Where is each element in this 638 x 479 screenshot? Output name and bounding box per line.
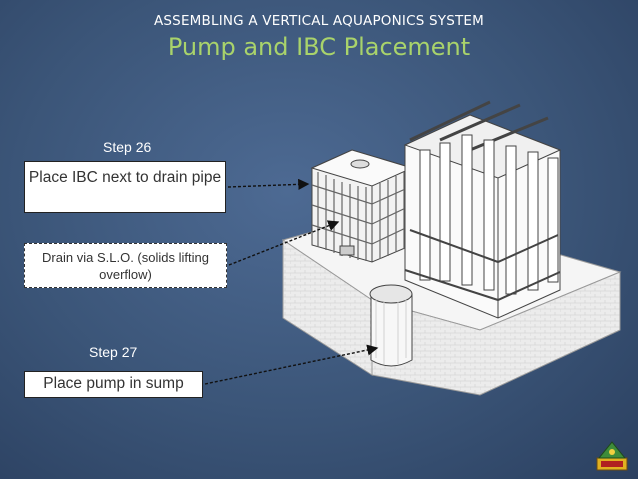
sump-barrel <box>369 284 413 367</box>
slide-kicker: ASSEMBLING A VERTICAL AQUAPONICS SYSTEM <box>153 13 485 29</box>
step-26-arrow <box>227 178 310 190</box>
slide-title: Pump and IBC Placement <box>167 33 471 61</box>
ibc-tote <box>310 149 414 263</box>
grow-tower-rack <box>403 100 562 319</box>
step-27-callout: Place pump in sump <box>24 371 203 398</box>
drain-note-arrow <box>228 220 340 266</box>
step-26-callout: Place IBC next to drain pipe <box>24 161 226 213</box>
organization-logo-icon <box>596 441 628 471</box>
step-26-label: Step 26 <box>103 139 152 155</box>
step-27-label: Step 27 <box>89 344 138 360</box>
step-27-arrow <box>204 344 379 385</box>
base-front-right <box>371 271 621 396</box>
drain-note-callout: Drain via S.L.O. (solids lifting overflo… <box>24 243 227 288</box>
